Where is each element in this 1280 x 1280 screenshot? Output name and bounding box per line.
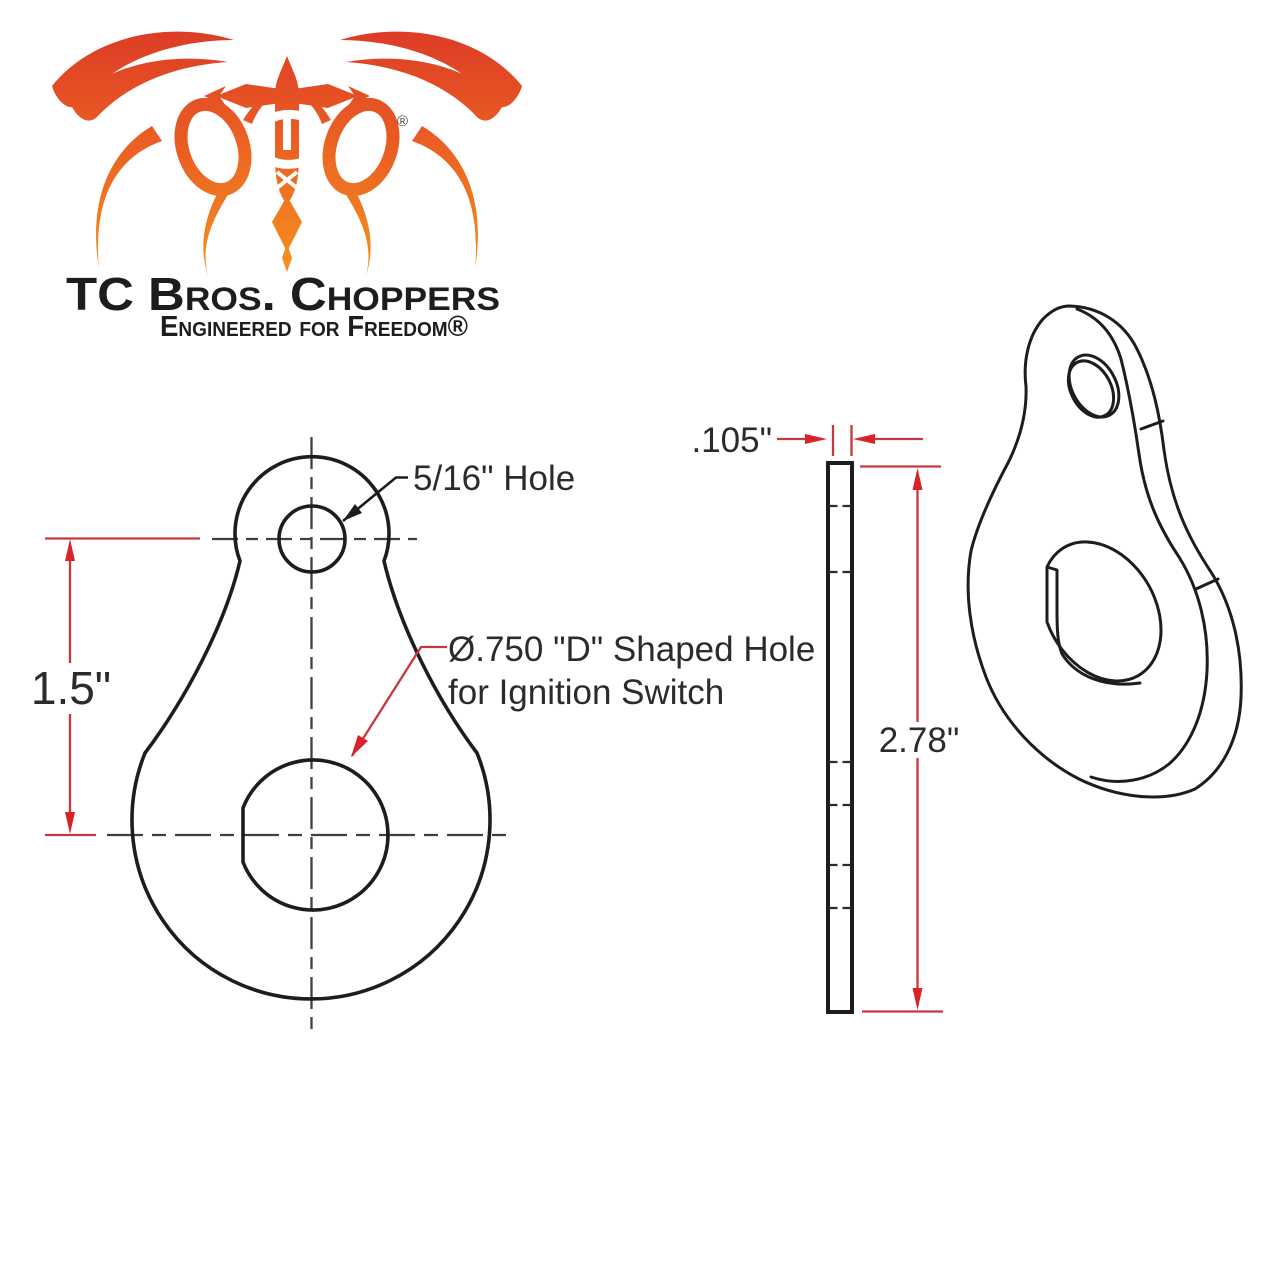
side-view: .105" 2.78": [691, 421, 960, 1014]
dimension-thickness: .105": [691, 421, 923, 460]
iso-silhouette: [966, 304, 1243, 799]
iso-d-hole: [1045, 540, 1163, 683]
bracket-outline-front: [130, 454, 492, 1001]
dimension-hole-spacing: 1.5": [31, 537, 200, 837]
brand-title: TC Bros. Choppers: [66, 268, 500, 320]
label-d-hole-line1: Ø.750 "D" Shaped Hole: [448, 630, 815, 669]
small-mounting-hole: [277, 504, 347, 574]
dim-hole-spacing-value: 1.5": [31, 662, 111, 714]
isometric-view: [966, 304, 1243, 799]
logo-registered-mark: ®: [397, 113, 408, 130]
logo-left-wing-flames: [52, 31, 282, 276]
leader-small-hole: [342, 476, 408, 523]
brand-logo: ® TC Bros. Choppers Engineered for Freed…: [52, 32, 522, 343]
front-view: 1.5" 5/16" Hole Ø.750 "D" Shaped Hole fo…: [31, 437, 815, 1037]
logo-tc-monogram: [253, 110, 304, 190]
dim-thickness-value: .105": [691, 421, 772, 460]
label-d-hole-line2: for Ignition Switch: [448, 673, 724, 712]
logo-right-wing-flames: [292, 32, 522, 276]
label-small-hole: 5/16" Hole: [413, 459, 575, 498]
dimension-height: 2.78": [860, 465, 960, 1013]
dim-height-value: 2.78": [879, 721, 960, 760]
iso-small-hole-bore: [1066, 359, 1116, 419]
leader-d-hole: [351, 645, 447, 757]
iso-small-hole: [1067, 353, 1121, 419]
d-shaped-hole: [241, 758, 390, 912]
iso-d-hole-bore: [1045, 565, 1142, 686]
hidden-hole-edge-ticks: [829, 504, 851, 910]
iso-edge-ticks: [1139, 419, 1220, 591]
brand-tagline: Engineered for Freedom®: [160, 311, 468, 343]
bracket-profile: [826, 461, 854, 1014]
iso-front-face-edge: [1075, 307, 1209, 783]
